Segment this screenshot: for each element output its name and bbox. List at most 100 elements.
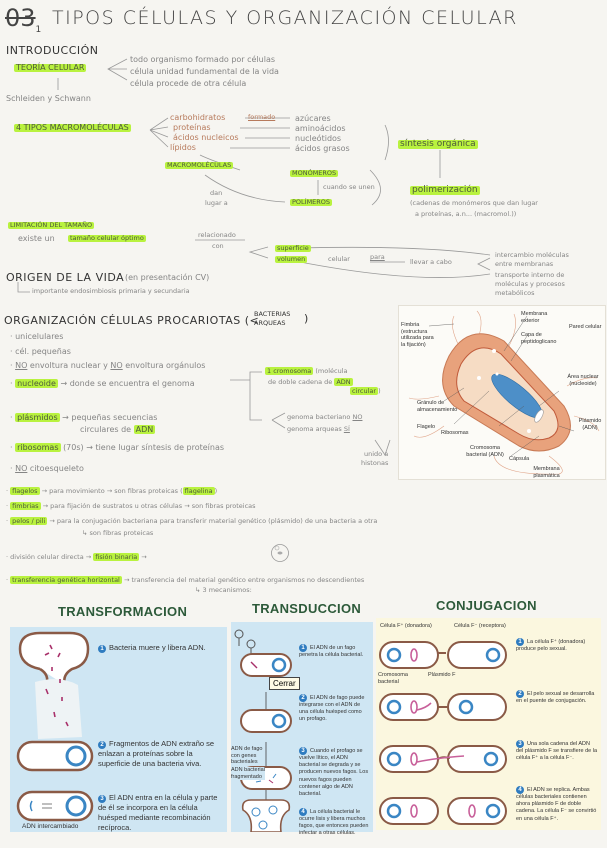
conjugacion-illustration <box>379 641 507 825</box>
polimeros-label: POLÍMEROS <box>290 198 333 206</box>
bullet-nucleoide: · nucleoide → donde se encuentra el geno… <box>10 379 195 388</box>
outcome-text: moléculas y procesos <box>495 280 565 288</box>
polimerizacion-desc: a proteínas, a.n... (macromol.)) <box>415 210 517 218</box>
bullet-plasmidos: · plásmidos → pequeñas secuencias <box>10 413 158 422</box>
procariotas-heading: ORGANIZACIÓN CÉLULAS PROCARIOTAS (< <box>4 314 260 327</box>
pelos-sub: ↳ son fibras proteicas <box>82 529 154 537</box>
histonas-label: histonas <box>361 459 389 467</box>
transformacion-caption: ADN intercambiado <box>22 823 79 830</box>
label-nucleoide: Área nuclear (nucleoide) <box>567 374 599 387</box>
cromosoma-note-2: de doble cadena de ADN <box>268 378 353 386</box>
teoria-point: todo organismo formado por células <box>130 55 276 64</box>
relacionado-label: relacionado <box>198 231 236 239</box>
dan-label: dan <box>210 189 223 197</box>
outcome-text: metabólicos <box>495 289 535 297</box>
bullet-pequenas: · cél. pequeñas <box>10 347 71 356</box>
label-plasmido-f: Plásmido F <box>428 672 456 678</box>
superficie-label: superficie <box>275 244 311 252</box>
outcome-text: intercambio moléculas <box>495 251 569 259</box>
limit-heading: LIMITACIÓN DEL TAMAÑO <box>8 221 95 229</box>
label-flagelo: Flagelo <box>417 424 436 430</box>
cromosoma-note: 1 cromosoma (molécula <box>265 367 348 375</box>
cerrar-tooltip-button[interactable]: Cerrar <box>269 677 300 690</box>
monomer-item: azúcares <box>295 114 331 123</box>
histonas-label: unido a <box>364 450 389 458</box>
plasmidos-desc: circulares de ADN <box>80 425 156 434</box>
monomer-item: ácidos grasos <box>295 144 350 153</box>
conjugacion-title: CONJUGACION <box>436 598 537 613</box>
transformacion-illustration <box>16 631 94 822</box>
origen-heading: ORIGEN DE LA VIDA <box>6 271 125 284</box>
macro-item: ácidos nucleicos <box>173 133 239 142</box>
con-label: con <box>212 242 224 250</box>
group-bacterias: BACTERIAS <box>254 310 291 318</box>
outcome-text: transporte interno de <box>495 271 565 279</box>
monomer-item: nucleótidos <box>295 134 342 143</box>
title-number: 031 <box>5 4 42 35</box>
label-adn-bacterial: ADN bacterial fragmentado <box>231 767 265 781</box>
para-label: para <box>370 253 385 261</box>
transduccion-panel: Cerrar ADN de fago con genes bacteriales… <box>231 622 373 836</box>
origen-note: (en presentación CV) <box>125 273 210 282</box>
sintesis-organica: síntesis orgánica <box>398 139 478 149</box>
section-heading-intro: INTRODUCCIÓN <box>6 44 99 57</box>
macro-item: lípidos <box>170 143 196 152</box>
label-ribosomas: Ribosomas <box>441 430 469 436</box>
label-recipient: Célula F⁻ (receptora) <box>454 623 506 629</box>
transformacion-title: TRANSFORMACION <box>58 604 188 619</box>
monomeros-label: MONÓMEROS <box>290 169 339 177</box>
bullet-envoltura: · NO envoltura nuclear y NO envoltura or… <box>10 361 206 370</box>
bacteria-figure: Fimbria (estructura utilizada para la fi… <box>398 305 606 480</box>
group-arqueas: ARQUEAS <box>254 319 286 327</box>
bullet-fimbrias: · fimbrias → para fijación de sustratos … <box>6 502 256 510</box>
bullet-ribosomas: · ribosomas (70s) → tiene lugar síntesis… <box>10 443 225 452</box>
genoma-arqueas: genoma arqueas SÍ <box>287 425 350 433</box>
monomer-item: aminoácidos <box>295 124 346 133</box>
label-granulo: Gránulo de almacenamiento <box>417 400 458 413</box>
existe-text: existe un <box>18 234 55 243</box>
label-cromosoma: Cromosoma bacterial (ADN) <box>466 445 504 458</box>
bullet-citoesqueleto: · NO citoesqueleto <box>10 464 84 473</box>
celular-label: celular <box>328 255 350 263</box>
mecanismos-label: ↳ 3 mecanismos: <box>195 586 252 594</box>
llevar-label: llevar a cabo <box>410 258 452 266</box>
teoria-celular: TEORÍA CELULAR <box>14 63 87 72</box>
origen-sub: importante endosimbiosis primaria y secu… <box>32 287 190 295</box>
genoma-bacteriano: genoma bacteriano NO <box>287 413 363 421</box>
bullet-division: · división celular directa → fisión bina… <box>6 553 147 561</box>
label-membrana-plasmatica: Membrana plasmática <box>533 466 560 479</box>
polimerizacion: polimerización <box>410 185 480 195</box>
conjugacion-panel: Célula F⁺ (donadora) Célula F⁻ (receptor… <box>376 618 601 830</box>
authors: Schleiden y Schwann <box>6 94 91 103</box>
macro-item: proteínas <box>173 123 211 132</box>
label-fimbria: Fimbria (estructura utilizada para la fi… <box>401 322 434 348</box>
bullet-flagelos: · flagelos → para movimiento → son fibra… <box>6 487 218 495</box>
circular-label: circular) <box>350 387 381 395</box>
tamano-optimo: tamaño celular óptimo <box>68 234 146 242</box>
bullet-unicelulares: · unicelulares <box>10 332 64 341</box>
page-title: TIPOS CÉLULAS Y ORGANIZACIÓN CELULAR <box>52 7 518 29</box>
lugar-label: lugar a <box>205 199 228 207</box>
macromoleculas-label: MACROMOLÉCULAS <box>165 161 234 169</box>
label-donor: Célula F⁺ (donadora) <box>380 623 432 629</box>
formado-label: formado <box>248 113 276 121</box>
polimerizacion-desc: (cadenas de monómeros que dan lugar <box>410 199 538 207</box>
label-pared-celular: Pared celular <box>569 324 602 330</box>
bullet-pelos: · pelos / pili → para la conjugación bac… <box>6 517 378 525</box>
label-cromosoma-bacterial: Cromosoma bacterial <box>378 672 408 685</box>
macro-heading: 4 TIPOS MACROMOLÉCULAS <box>14 123 131 132</box>
macro-item: carbohidratos <box>170 113 226 122</box>
paren: ) <box>304 312 309 325</box>
cuando-label: cuando se unen <box>323 183 375 191</box>
